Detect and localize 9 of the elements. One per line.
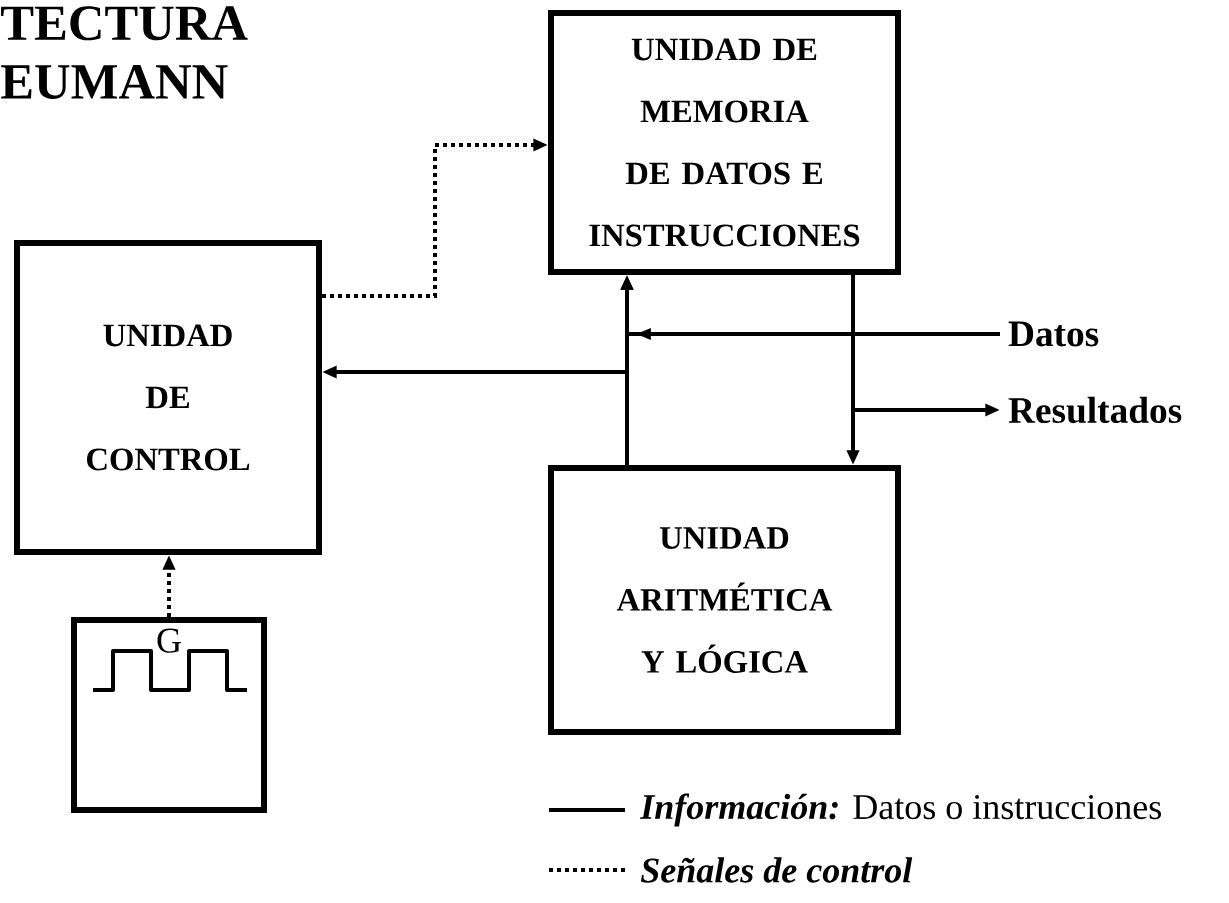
input-label: Datos — [1008, 321, 1099, 347]
output-label: Resultados — [1008, 396, 1182, 424]
control-unit-box: UNIDAD DE CONTROL — [14, 240, 322, 555]
title: TECTURA EUMANN — [1, 6, 248, 99]
memory-unit-box: UNIDAD DE MEMORIA DE DATOS E INSTRUCCIONES — [548, 10, 901, 275]
clock-box: G — [71, 617, 267, 813]
alu-box: UNIDAD ARITMÉTICA Y LÓGICA — [548, 465, 901, 735]
legend-text: Información: Datos o instrucciones — [639, 793, 1161, 827]
legend-text: Señales de control — [640, 857, 913, 883]
